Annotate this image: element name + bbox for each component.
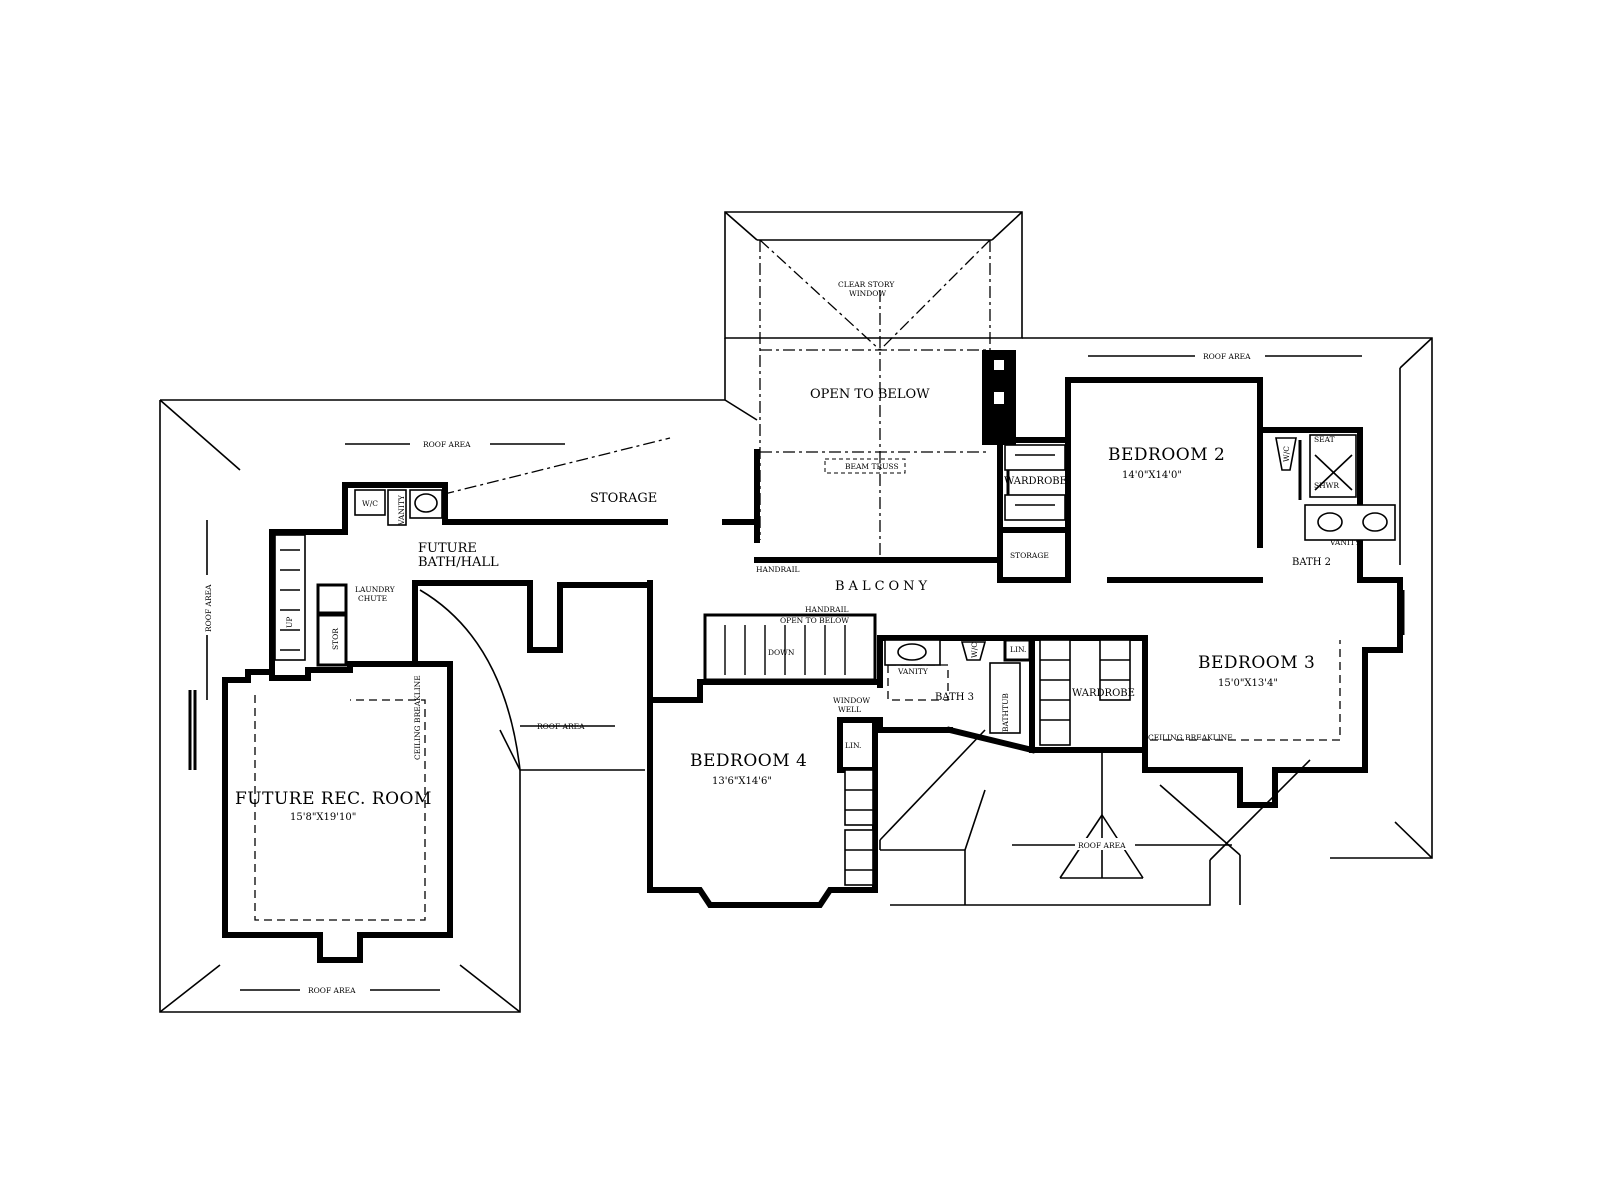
roof-area-label-2: ROOF AREA <box>1203 352 1251 361</box>
handrail-label-1: HANDRAIL <box>756 565 800 574</box>
roof-area-label-4: ROOF AREA <box>1078 841 1126 850</box>
bedroom2-dim: 14'0"X14'0" <box>1122 470 1182 481</box>
bathtub-label: BATHTUB <box>1001 693 1010 732</box>
ceiling-breakline-label-1: CEILING BREAKLINE <box>1148 733 1233 742</box>
handrail-label-2: HANDRAIL <box>805 605 849 614</box>
bedroom4-dim: 13'6"X14'6" <box>712 776 772 787</box>
roof-area-label-3: ROOF AREA <box>308 986 356 995</box>
shwr-label: SHWR <box>1314 481 1339 490</box>
hatching <box>280 454 1130 871</box>
storage-label: STORAGE <box>590 491 657 506</box>
vanity-bath2 <box>1304 504 1396 541</box>
beam-truss-label: BEAM TRUSS <box>845 462 899 471</box>
seat-label: SEAT <box>1314 435 1335 444</box>
laundry-chute-label-2: CHUTE <box>358 594 387 603</box>
stor-label: STOR <box>331 628 340 650</box>
roof-area-label-5: ROOF AREA <box>537 722 585 731</box>
wardrobe2-hatch <box>1004 444 1066 521</box>
wc-label-1: W/C <box>362 499 378 508</box>
vanity-label-2: VANITY <box>397 494 406 526</box>
walls <box>188 350 1405 963</box>
stair-treads-left <box>274 534 306 661</box>
vanity-label-3: VANITY <box>897 667 929 676</box>
future-bath-label-2: BATH/HALL <box>418 555 499 570</box>
bedroom4-label: BEDROOM 4 <box>690 751 807 771</box>
roof-area-label-1: ROOF AREA <box>423 440 471 449</box>
bedroom3-label: BEDROOM 3 <box>1198 653 1315 673</box>
wardrobe2-label: WARDROBE <box>1004 476 1067 487</box>
ceiling-breakline-label-2: CEILING BREAKLINE <box>413 675 422 760</box>
bath2-label: BATH 2 <box>1292 557 1331 568</box>
clear-story-label-1: CLEAR STORY <box>838 280 895 289</box>
lin-label-2: LIN. <box>845 741 861 750</box>
future-bath-label-1: FUTURE <box>418 541 477 556</box>
roof-outlines <box>159 211 1433 1013</box>
wc-label-3: W/C <box>970 642 979 658</box>
rec-room-label: FUTURE REC. ROOM <box>235 789 432 809</box>
wardrobe3-label: WARDROBE <box>1072 688 1135 699</box>
bedroom3-dim: 15'0"X13'4" <box>1218 678 1278 689</box>
room-labels: OPEN TO BELOW BALCONY STORAGE FUTURE BAT… <box>235 387 1331 823</box>
lin-label-1: LIN. <box>1010 645 1026 654</box>
clear-story-label-2: WINDOW <box>849 289 886 298</box>
down-label: DOWN <box>768 648 795 657</box>
open-to-below-small-label: OPEN TO BELOW <box>780 616 849 625</box>
future-bath-fixtures <box>354 489 443 526</box>
up-label: UP <box>285 617 294 628</box>
annotation-labels: ROOF AREA ROOF AREA ROOF AREA ROOF AREA … <box>200 280 1362 995</box>
bedroom2-label: BEDROOM 2 <box>1108 445 1225 465</box>
vanity-label-1: VANITY <box>1329 538 1361 547</box>
bath3-label: BATH 3 <box>935 692 974 703</box>
storage-small-label: STORAGE <box>1010 551 1049 560</box>
balcony-label: BALCONY <box>835 579 931 594</box>
open-to-below-label: OPEN TO BELOW <box>810 387 930 402</box>
rec-room-dim: 15'8"X19'10" <box>290 812 356 823</box>
wc-label-2: W/C <box>1282 446 1291 462</box>
roof-area-label-6: ROOF AREA <box>204 584 213 632</box>
window-well-label-2: WELL <box>838 705 861 714</box>
laundry-chute-label-1: LAUNDRY <box>355 585 396 594</box>
window-well-label-1: WINDOW <box>833 696 870 705</box>
